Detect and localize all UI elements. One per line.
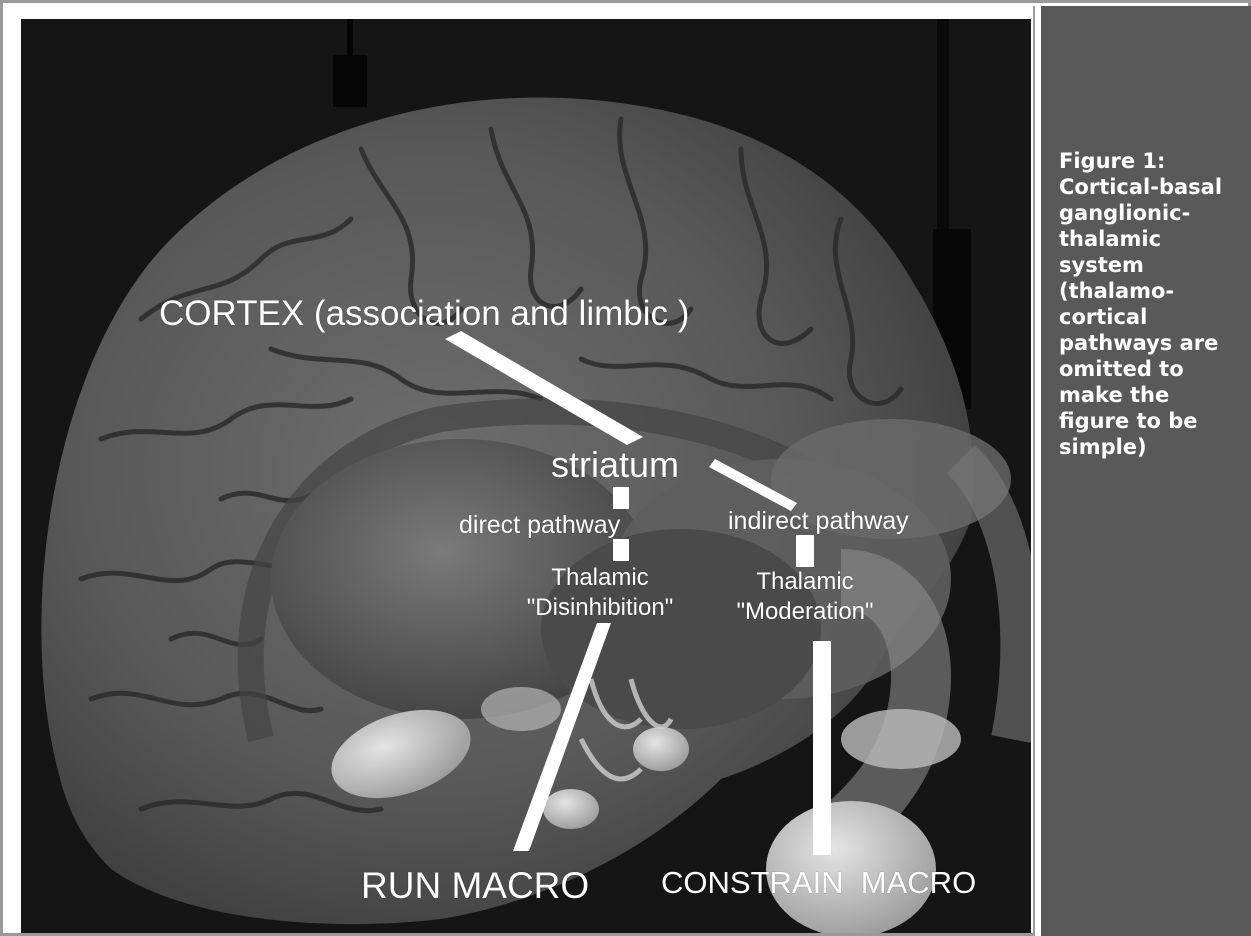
- constrain-macro-label: CONSTRAIN MACRO: [661, 865, 976, 901]
- brain-photo: CORTEX (association and limbic ) striatu…: [21, 19, 1031, 933]
- brain-illustration: [21, 19, 1031, 933]
- striatum-label: striatum: [551, 444, 679, 486]
- cortex-label: CORTEX (association and limbic ): [159, 294, 689, 334]
- direct-pathway-label: direct pathway: [459, 511, 620, 540]
- thalamic-moderation-label: Thalamic "Moderation": [713, 567, 897, 627]
- stand-clamp: [333, 55, 367, 107]
- indirect-pathway-label: indirect pathway: [728, 507, 909, 536]
- run-macro-label: RUN MACRO: [361, 865, 589, 907]
- caption-panel: Figure 1: Cortical-basal ganglionic- tha…: [1041, 6, 1251, 936]
- figure-caption: Figure 1: Cortical-basal ganglionic- tha…: [1059, 148, 1244, 460]
- panel-divider: [1033, 6, 1041, 936]
- thalamic-disinhibition-label: Thalamic "Disinhibition": [515, 563, 685, 623]
